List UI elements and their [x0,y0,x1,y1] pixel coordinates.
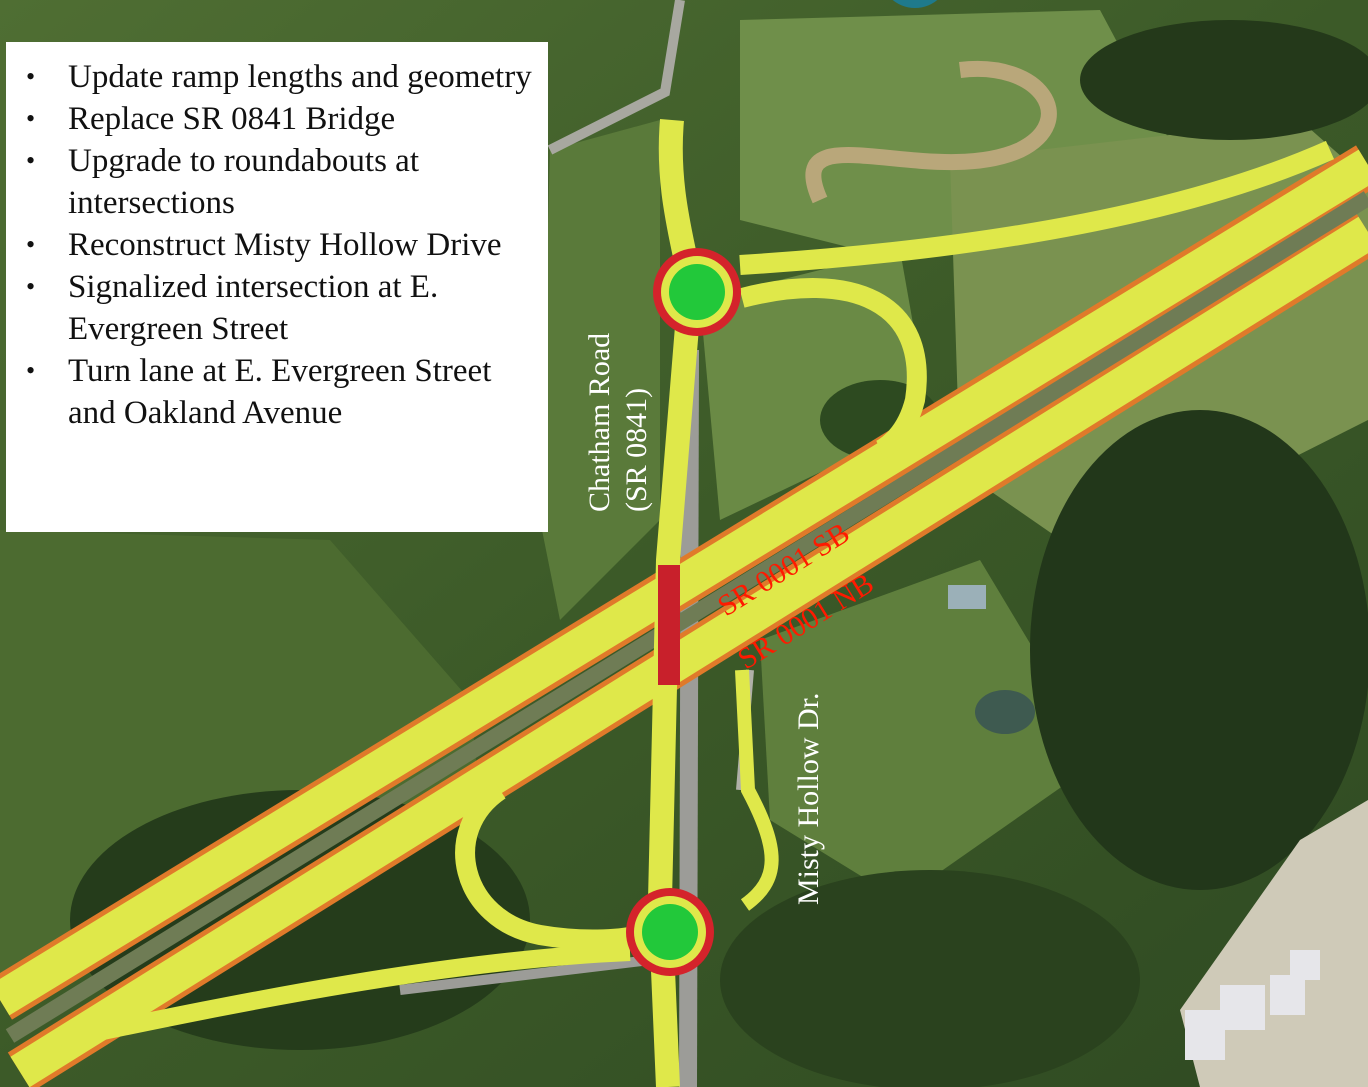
tree-cluster [720,870,1140,1087]
pond [975,690,1035,734]
chatham-road-route-label: (SR 0841) [620,387,653,512]
ramp-south-west [58,943,631,1049]
dirt-track [805,60,1057,204]
misty-hollow-label: Misty Hollow Dr. [792,692,825,905]
building [948,585,986,609]
tree-cluster [1030,410,1368,890]
bullet-item: Update ramp lengths and geometry [26,56,538,98]
building [1185,1010,1225,1060]
bullet-item: Upgrade to roundabouts at intersections [26,140,538,224]
roundabout-north-center [669,264,725,320]
field-patch [760,560,1100,900]
field-patch [700,250,930,520]
building [1290,950,1320,980]
bullet-item: Signalized intersection at E. Evergreen … [26,266,538,350]
roundabout-south-center [642,904,698,960]
median [5,191,1368,1043]
improvements-list: Update ramp lengths and geometry Replace… [6,42,548,532]
existing-road [399,955,651,995]
ramp-north-loop [739,278,927,460]
misty-hollow-road [735,669,779,911]
bullet-item: Reconstruct Misty Hollow Drive [26,224,538,266]
sr0001-nb-road [10,216,1368,1087]
chatham-road-label: Chatham Road [583,332,616,512]
sr0001-sb-road [0,149,1368,1016]
existing-road [547,0,685,155]
existing-road [679,349,699,1087]
tree-cluster [1080,20,1368,140]
ramp-south-loop [455,781,643,950]
sr0841-bridge [658,565,680,685]
bullet-item: Turn lane at E. Evergreen Street and Oak… [26,350,538,434]
bullet-item: Replace SR 0841 Bridge [26,98,538,140]
field-patch [540,120,660,620]
ramp-north-east [739,140,1335,275]
building [1270,975,1305,1015]
building [1220,985,1265,1030]
